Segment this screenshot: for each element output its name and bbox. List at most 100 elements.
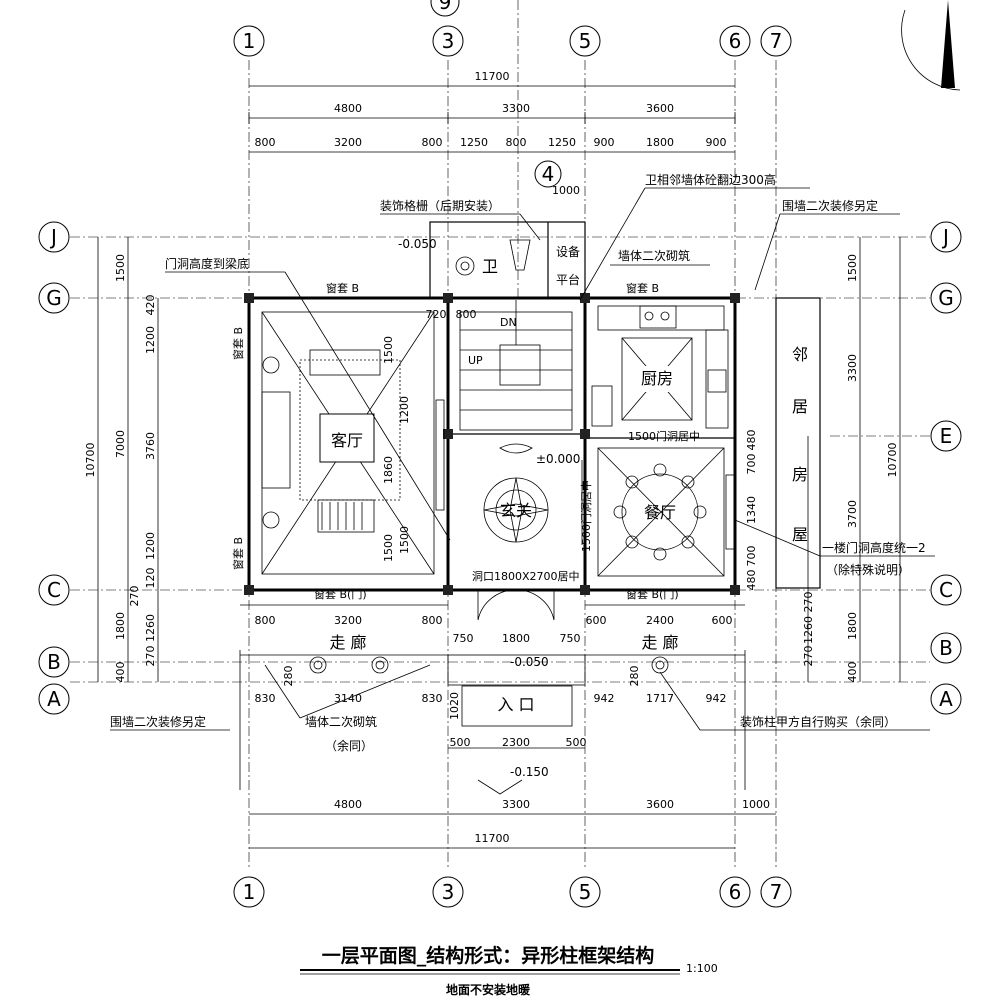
axis-label: B [47, 650, 61, 674]
level-marks: -0.050 -0.050 -0.150 ±0.000 [398, 237, 580, 779]
axis-label: 3 [442, 29, 455, 53]
corridor-entrance [239, 589, 746, 795]
dim-text: 480 [745, 430, 758, 451]
note-door-unified: 一楼门洞高度统一2 [822, 540, 926, 555]
axis-label: 1 [243, 880, 256, 904]
axis-label: C [47, 578, 61, 602]
dim-text: 1500 [398, 526, 411, 554]
dim-text: 1260 [144, 614, 157, 642]
bottom-dimensions: 4800 3300 3600 1000 11700 500 2300 500 [249, 736, 776, 849]
room-bath: 卫 [482, 257, 498, 276]
note-fence-bottom: 围墙二次装修另定 [110, 714, 206, 729]
dim-text: 270 [144, 646, 157, 667]
level-top: -0.050 [398, 237, 437, 251]
drawing-title: 一层平面图_结构形式：异形柱框架结构 1:100 地面不安装地暖 [300, 944, 718, 997]
stair-foyer [459, 300, 583, 545]
beam-note: 1500门洞居中 [579, 480, 593, 552]
top-dimensions: 11700 4800 3300 3600 800 3200 800 1250 8… [248, 70, 736, 197]
note-wall-top: 墙体二次砌筑 [618, 248, 690, 263]
dim-text: 800 [255, 614, 276, 627]
dim-text: 400 [846, 662, 859, 683]
north-arrow-icon [901, 0, 961, 91]
dim-text: 900 [594, 136, 615, 149]
dim-text: 1200 [398, 396, 411, 424]
dim-text: 1000 [742, 798, 770, 811]
axis-label: G [938, 286, 954, 310]
note-opening: 洞口1800X2700居中 [472, 570, 580, 583]
bottom-axis-bubbles: 1 3 5 6 7 [233, 876, 792, 908]
top-axis-bubbles: 1 3 5 6 7 9 4 [233, 0, 792, 188]
note-fence-top: 围墙二次装修另定 [782, 198, 878, 213]
axis-lines [70, 0, 930, 870]
dim-text: 700 [745, 454, 758, 475]
axis-label: 5 [579, 29, 592, 53]
dim-text: 1860 [382, 456, 395, 484]
window-label: 窗套 B [326, 281, 359, 295]
axis-label: J [49, 225, 57, 249]
axis-label: B [939, 636, 953, 660]
dim-text: 750 [453, 632, 474, 645]
dim-text: 1500 [382, 534, 395, 562]
axis-label: 3 [442, 880, 455, 904]
dim-text: 11700 [475, 70, 510, 83]
axis-label: 4 [542, 162, 555, 186]
dim-text: 942 [706, 692, 727, 705]
window-label: 窗套 B [231, 327, 245, 360]
beam-note: 1500门洞居中 [628, 429, 700, 443]
neighbor-label: 房 [792, 465, 808, 484]
neighbor-label: 居 [792, 397, 808, 416]
dim-text: 600 [712, 614, 733, 627]
dim-text: 1800 [502, 632, 530, 645]
axis-label: E [940, 424, 953, 448]
dim-text: 3700 [846, 500, 859, 528]
dim-text: 1500 [846, 254, 859, 282]
dim-text: 1260 [802, 616, 815, 644]
room-corridor-right: 走 廊 [641, 633, 678, 652]
dim-text: 270 [802, 646, 815, 667]
axis-label: C [939, 578, 953, 602]
axis-label: 9 [439, 0, 452, 14]
dim-text: 1000 [552, 184, 580, 197]
dim-text: 830 [422, 692, 443, 705]
level-entry: -0.050 [510, 655, 549, 669]
dim-text: 1500 [114, 254, 127, 282]
notes: 装饰格栅（后期安装） 卫相邻墙体砼翻边300高 围墙二次装修另定 门洞高度到梁底… [110, 172, 926, 753]
level-hall: ±0.000 [536, 452, 580, 466]
dim-text: 1250 [548, 136, 576, 149]
dim-text: 720 [426, 308, 447, 321]
dim-text: 270 [802, 592, 815, 613]
stair-up: UP [468, 354, 483, 367]
room-foyer: 玄关 [500, 501, 532, 520]
note-door-height: 门洞高度到梁底 [165, 256, 249, 271]
dim-text: 480 [745, 570, 758, 591]
dim-text: 1800 [114, 612, 127, 640]
columns [244, 293, 740, 595]
dim-text: 3600 [646, 102, 674, 115]
stair-dn: DN [500, 316, 517, 329]
exterior-walls [247, 221, 821, 592]
room-living: 客厅 [331, 431, 363, 450]
dim-text: 4800 [334, 102, 362, 115]
note-except: （除特殊说明） [826, 562, 910, 577]
note-bath-curb: 卫相邻墙体砼翻边300高 [645, 172, 776, 187]
title-sub: 地面不安装地暖 [446, 982, 531, 997]
note-equip2: 平台 [556, 272, 580, 287]
title-main: 一层平面图_结构形式：异形柱框架结构 [322, 944, 655, 967]
dim-text: 830 [255, 692, 276, 705]
dim-text: 10700 [886, 443, 899, 478]
dim-text: 1717 [646, 692, 674, 705]
axis-label: J [941, 225, 949, 249]
dim-text: 800 [456, 308, 477, 321]
axis-label: A [939, 687, 953, 711]
neighbor-label: 屋 [792, 525, 808, 544]
dim-text: 280 [628, 666, 641, 687]
leader-lines [110, 187, 935, 731]
dim-text: 900 [706, 136, 727, 149]
dim-text: 7000 [114, 430, 127, 458]
left-axis-bubbles: J G C B A [38, 221, 70, 715]
dim-text: 2400 [646, 614, 674, 627]
dim-text: 3200 [334, 614, 362, 627]
dim-text: 1340 [745, 496, 758, 524]
note-column: 装饰柱甲方自行购买（余同） [740, 714, 896, 729]
